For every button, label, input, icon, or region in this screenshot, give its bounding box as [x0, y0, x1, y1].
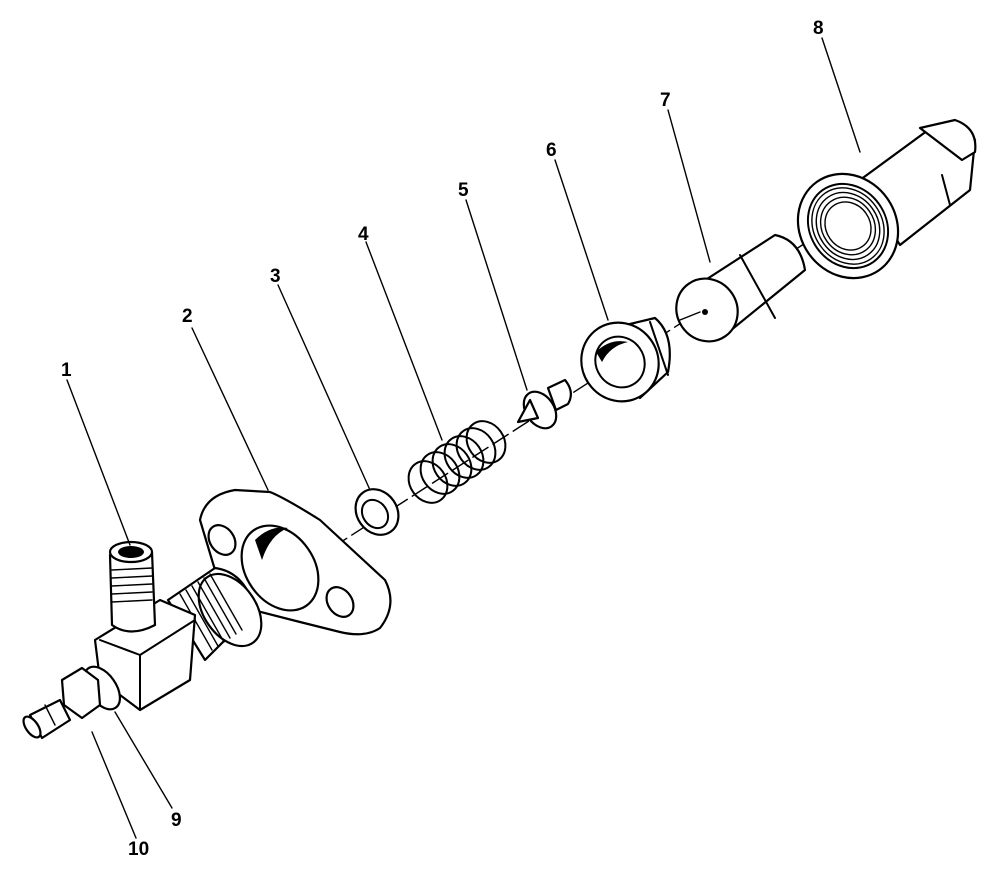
callout-8: 8 [813, 18, 824, 39]
part-6-bushing [580, 316, 671, 403]
callout-3: 3 [270, 266, 281, 287]
callout-6: 6 [546, 140, 557, 161]
callout-1: 1 [61, 360, 72, 381]
callout-4: 4 [358, 224, 369, 245]
callout-7: 7 [660, 90, 671, 111]
callout-5: 5 [458, 180, 469, 201]
part-4-spring [407, 420, 507, 504]
callout-10: 10 [128, 839, 149, 860]
callout-2: 2 [182, 306, 193, 327]
callout-labels: 1 2 3 4 5 6 7 8 9 10 [61, 18, 824, 860]
part-3-washer [354, 488, 400, 536]
callout-9: 9 [171, 810, 182, 831]
part-1-body [93, 540, 263, 712]
part-7-plunger [675, 233, 807, 343]
part-8-cap-nut [796, 118, 977, 280]
leader-lines [66, 37, 861, 839]
part-10-nut-tip [22, 666, 102, 740]
part-5-valve [516, 378, 572, 430]
